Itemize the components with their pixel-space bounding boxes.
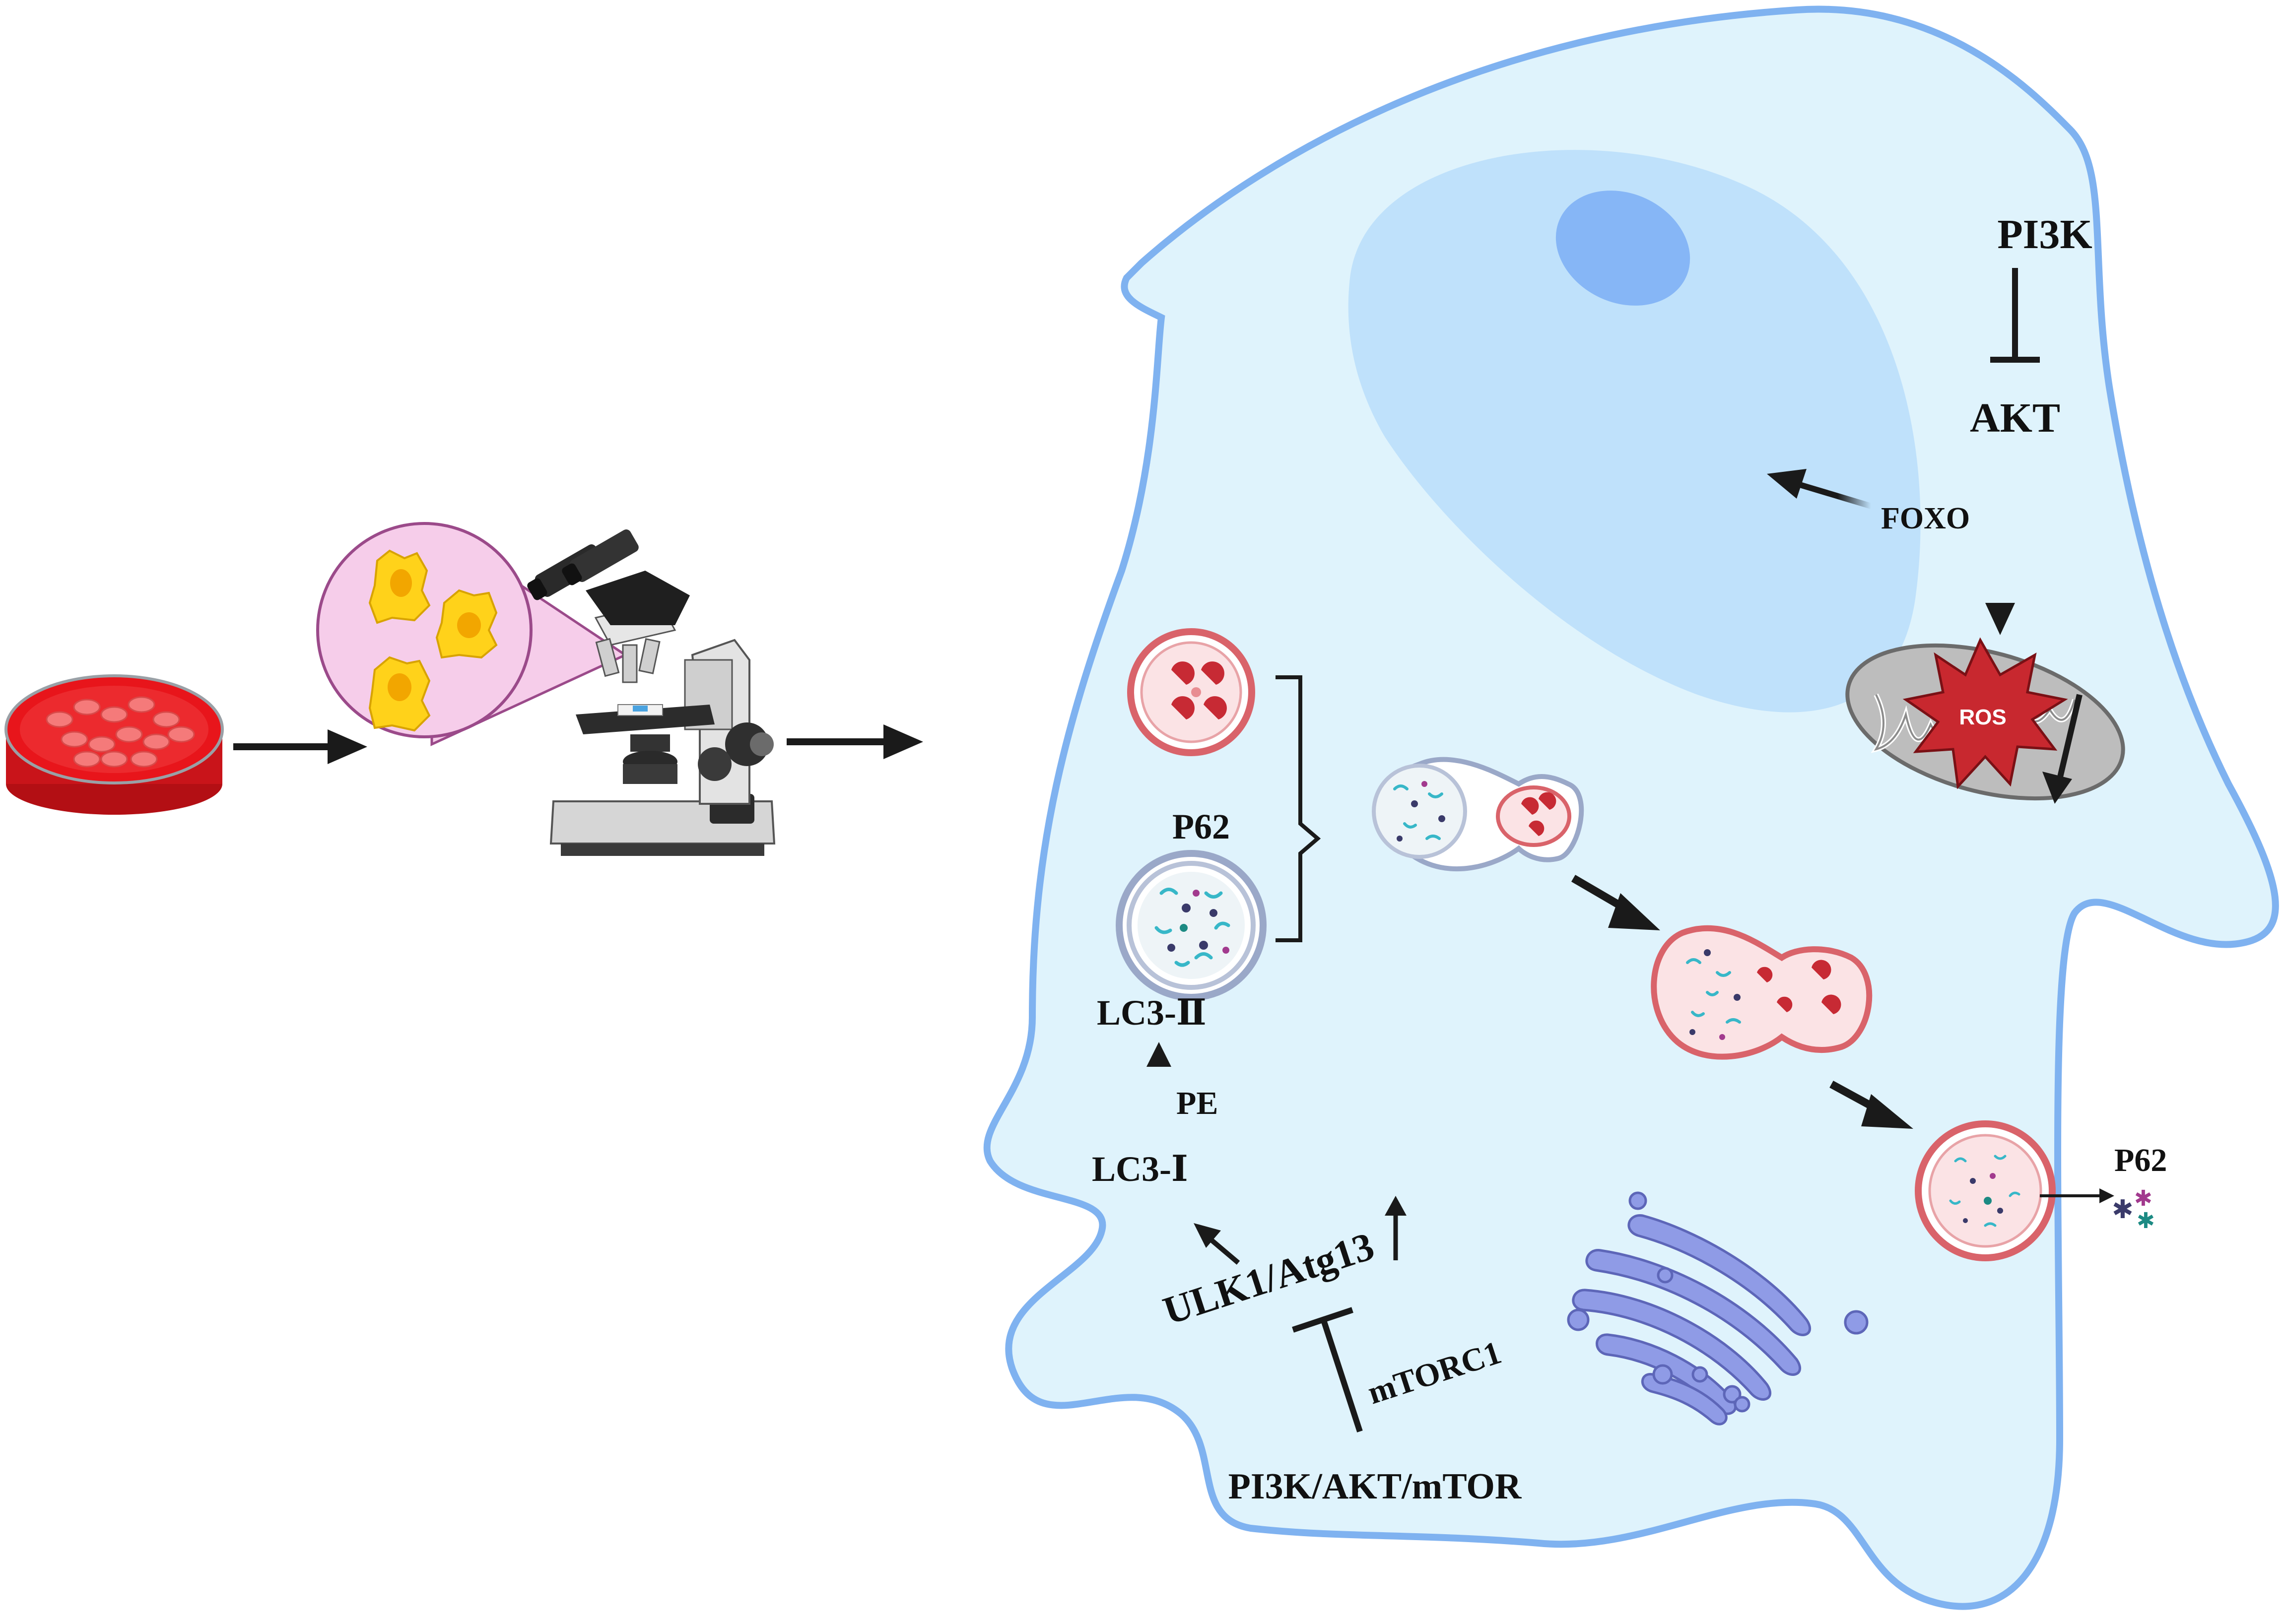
label-p62-right: P62 [2114, 1142, 2167, 1178]
mtorc1-inhibition [1292, 1307, 1363, 1432]
microscope-icon [527, 529, 776, 856]
svg-text:✱: ✱ [2112, 1195, 2134, 1225]
nucleus [1348, 150, 1921, 713]
arrow-autolysosome-to-degradation [1829, 1080, 1913, 1129]
flow-arrow-2 [787, 724, 923, 759]
autolysosome-icon [1651, 925, 1873, 1060]
yellow-cell-icon [368, 549, 431, 624]
degraded-p62-icon: ✱ ✱ ✱ [2112, 1186, 2155, 1234]
golgi-icon [1567, 1191, 1869, 1426]
residual-body-icon [1915, 1120, 2114, 1261]
label-p62-top: P62 [1172, 807, 1230, 846]
label-akt: AKT [1970, 395, 2060, 441]
ros-burst-icon: ROS [1902, 637, 2083, 804]
arrow-fusion-to-autolysosome [1571, 875, 1660, 930]
fusion-vesicle-icon [1372, 757, 1584, 871]
flow-arrow-1 [233, 729, 367, 764]
up-arrow-ulk1 [1385, 1196, 1407, 1260]
label-foxo: FOXO [1881, 502, 1970, 535]
autophagosome-icon [1116, 850, 1267, 1001]
label-pi3k: PI3K [1997, 211, 2092, 258]
svg-text:✱: ✱ [2134, 1186, 2152, 1211]
label-pe: PE [1176, 1085, 1218, 1121]
arrow-lc3i-to-lc3ii [1146, 1042, 1171, 1126]
magnifier-bubble-icon [316, 522, 628, 746]
yellow-cell-icon [435, 589, 498, 659]
label-ros: ROS [1959, 705, 2006, 729]
svg-text:✱: ✱ [2137, 1208, 2155, 1234]
arrow-ulk1-to-lc3i [1194, 1223, 1240, 1265]
label-lc3-ii: LC3-Ⅱ [1097, 993, 1207, 1033]
petri-dish-icon [4, 674, 224, 815]
fusion-bracket [1276, 675, 1321, 942]
yellow-cell-icon [368, 656, 431, 732]
lysosome-icon [1127, 628, 1255, 756]
label-lc3-i: LC3-Ⅰ [1092, 1149, 1188, 1189]
label-pi3k-akt-mtor: PI3K/AKT/mTOR [1228, 1466, 1522, 1507]
pi3k-akt-pathway: PI3K AKT FOXO [1767, 211, 2092, 635]
